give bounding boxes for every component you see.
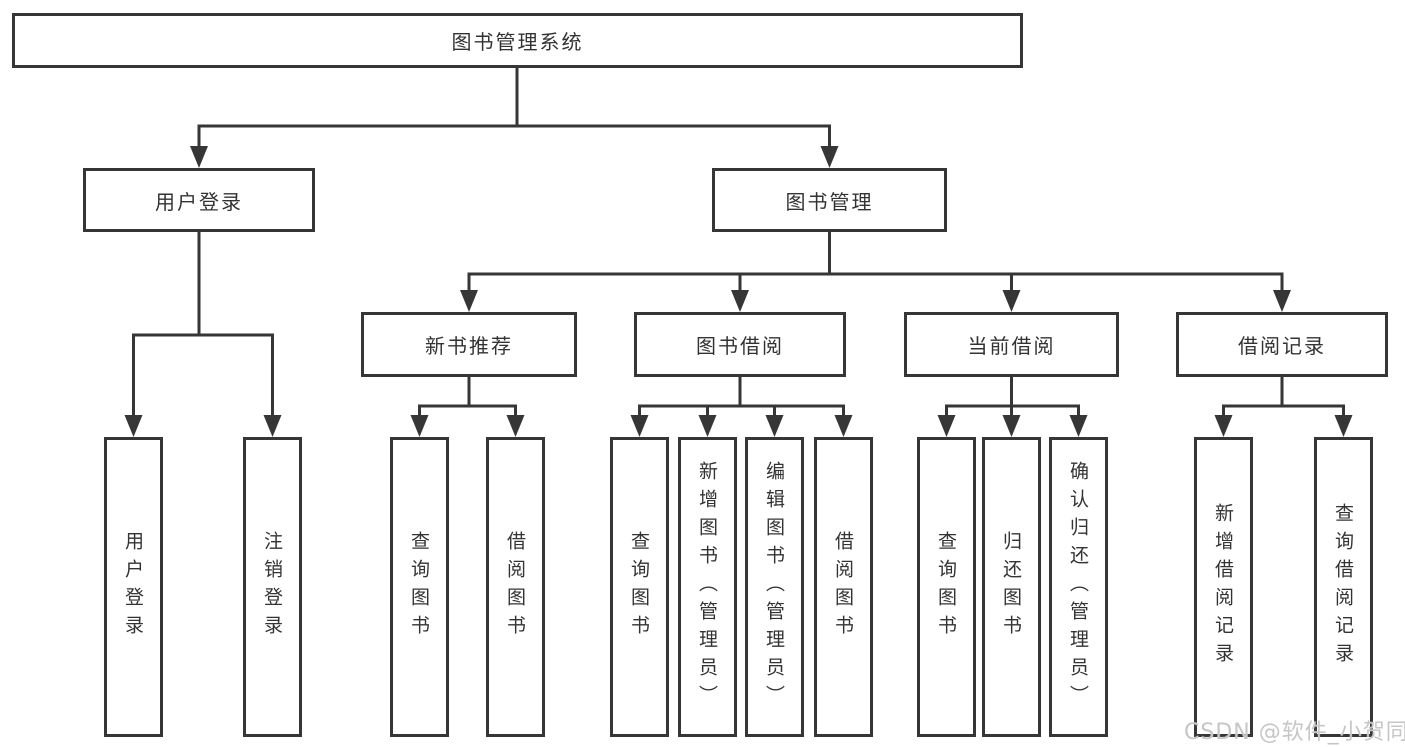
- leaf-borrow-books-recommend: 借阅图书: [486, 437, 545, 737]
- leaf-query-books-current: 查询图书: [917, 437, 976, 737]
- leaf-add-books-admin: 新增图书（管理员）: [678, 437, 737, 737]
- arrowhead-icons: [124, 146, 1353, 437]
- csdn-watermark: CSDN @软件_小贺同学: [1184, 720, 1405, 745]
- node-new-book-recommendation: 新书推荐: [361, 312, 577, 377]
- leaf-edit-books-admin: 编辑图书（管理员）: [745, 437, 804, 737]
- node-current-borrowing: 当前借阅: [904, 312, 1119, 377]
- leaf-query-borrow-record: 查询借阅记录: [1314, 437, 1373, 737]
- node-book-management: 图书管理: [712, 168, 947, 232]
- node-user-login: 用户登录: [83, 168, 315, 232]
- node-book-borrowing: 图书借阅: [634, 312, 846, 377]
- leaf-borrow-books: 借阅图书: [814, 437, 873, 737]
- leaf-return-books: 归还图书: [982, 437, 1041, 737]
- leaf-query-books-recommend: 查询图书: [390, 437, 449, 737]
- node-borrowing-records: 借阅记录: [1176, 312, 1388, 377]
- node-library-management-system: 图书管理系统: [12, 13, 1023, 68]
- leaf-user-login: 用户登录: [104, 437, 163, 737]
- leaf-logout: 注销登录: [243, 437, 302, 737]
- leaf-query-books-borrow: 查询图书: [610, 437, 669, 737]
- leaf-add-borrow-record: 新增借阅记录: [1194, 437, 1253, 737]
- leaf-confirm-return-admin: 确认归还（管理员）: [1049, 437, 1108, 737]
